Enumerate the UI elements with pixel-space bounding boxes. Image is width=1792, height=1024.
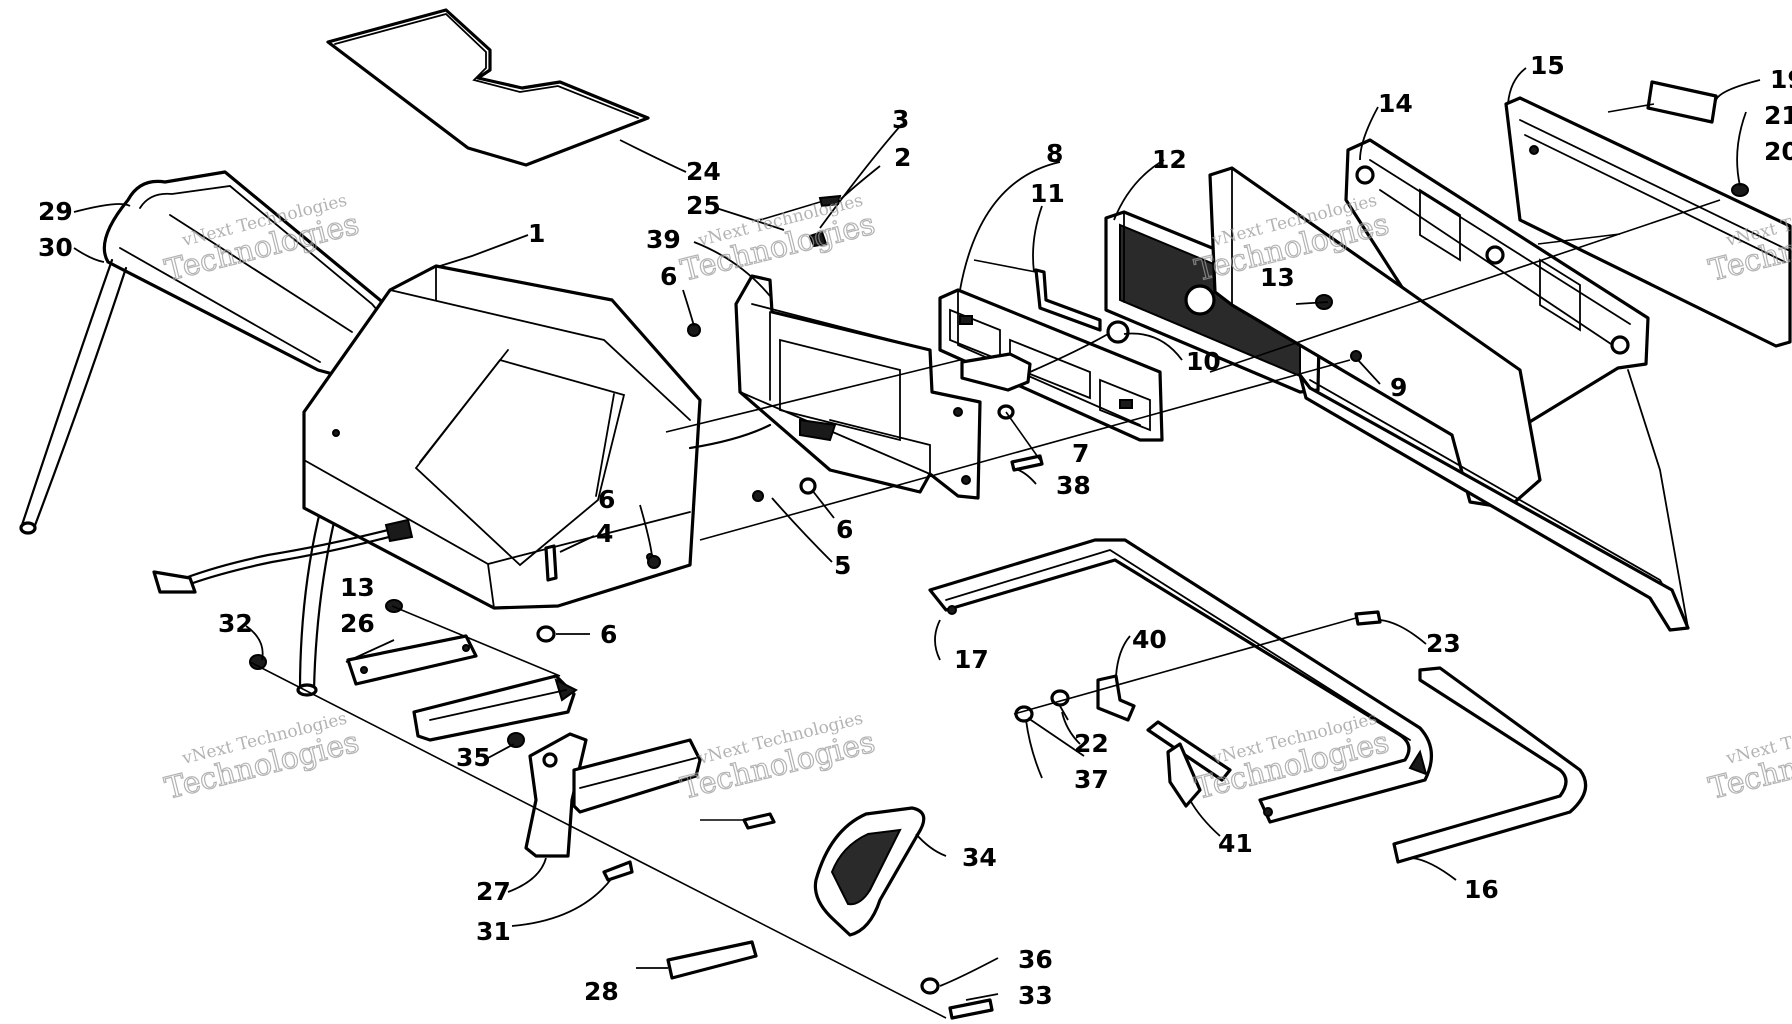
callout-21: 21 — [1764, 101, 1792, 130]
callout-6c: 6 — [836, 515, 853, 544]
callout-35: 35 — [456, 743, 491, 772]
callout-28: 28 — [584, 977, 619, 1006]
callout-22: 22 — [1074, 729, 1109, 758]
callout-23: 23 — [1426, 629, 1461, 658]
callout-14: 14 — [1378, 89, 1413, 118]
watermark: vNext Technologies Technologies — [677, 709, 879, 808]
callout-24: 24 — [686, 157, 721, 186]
hinge-lower-bar — [572, 738, 702, 814]
callout-19: 19 — [1770, 65, 1792, 94]
part-15-molding-strip — [1504, 96, 1792, 348]
callout-34: 34 — [962, 843, 997, 872]
callout-26: 26 — [340, 609, 375, 638]
wiring-harness — [152, 423, 772, 594]
callout-41: 41 — [1218, 829, 1253, 858]
part-27-hinge-bracket — [524, 732, 588, 858]
callout-5: 5 — [834, 551, 851, 580]
callout-36: 36 — [1018, 945, 1053, 974]
parts-layer — [19, 8, 1792, 1020]
part-26-strap — [346, 634, 478, 686]
rear-body-skirt — [1208, 166, 1690, 632]
callout-31: 31 — [476, 917, 511, 946]
callout-2: 2 — [894, 143, 911, 172]
watermark: vNext Technologies Technologies — [1705, 709, 1792, 808]
callout-25: 25 — [686, 191, 721, 220]
callout-3: 3 — [892, 105, 909, 134]
callout-13b: 13 — [340, 573, 375, 602]
callout-27: 27 — [476, 877, 511, 906]
part-16-bumper-trim — [1392, 666, 1588, 864]
callout-37: 37 — [1074, 765, 1109, 794]
callout-8: 8 — [1046, 139, 1063, 168]
callout-11: 11 — [1030, 179, 1065, 208]
callout-1: 1 — [528, 219, 545, 248]
callout-20: 20 — [1764, 137, 1792, 166]
callout-6a: 6 — [660, 262, 677, 291]
callout-labels: 1 2 3 4 5 6 6 6 6 7 8 9 10 11 12 13 13 1… — [38, 51, 1792, 1010]
callout-10: 10 — [1186, 347, 1221, 376]
callout-38: 38 — [1056, 471, 1091, 500]
watermark: vNext Technologies Technologies — [161, 709, 363, 808]
part-24-seat-panel — [326, 8, 650, 167]
callout-9: 9 — [1390, 373, 1407, 402]
part-28-trim — [666, 940, 758, 980]
part-14-rear-panel-frame — [1344, 138, 1650, 442]
callout-12: 12 — [1152, 145, 1187, 174]
callout-6b: 6 — [598, 485, 615, 514]
part-41-latch-pin — [1146, 720, 1232, 808]
callout-39: 39 — [646, 225, 681, 254]
callout-30: 30 — [38, 233, 73, 262]
callout-33: 33 — [1018, 981, 1053, 1010]
assembly-axis-lines — [249, 103, 1721, 1019]
hinge-upper-bar — [412, 674, 578, 742]
callout-7: 7 — [1072, 439, 1089, 468]
part-17-bumper-rail — [928, 538, 1433, 824]
callout-29: 29 — [38, 197, 73, 226]
callout-16: 16 — [1464, 875, 1499, 904]
callout-13a: 13 — [1260, 263, 1295, 292]
callout-32: 32 — [218, 609, 253, 638]
part-11-lens-bracket — [1034, 268, 1102, 332]
callout-6d: 6 — [600, 620, 617, 649]
part-19-decal — [1646, 80, 1718, 124]
part-8-taillight-housing — [938, 288, 1164, 442]
part-34-handle — [813, 806, 926, 937]
part-10-bulb-socket — [960, 320, 1130, 392]
callout-17: 17 — [954, 645, 989, 674]
callout-40: 40 — [1132, 625, 1167, 654]
leader-lines — [73, 67, 1761, 1001]
callout-4: 4 — [596, 519, 613, 548]
callout-15: 15 — [1530, 51, 1565, 80]
